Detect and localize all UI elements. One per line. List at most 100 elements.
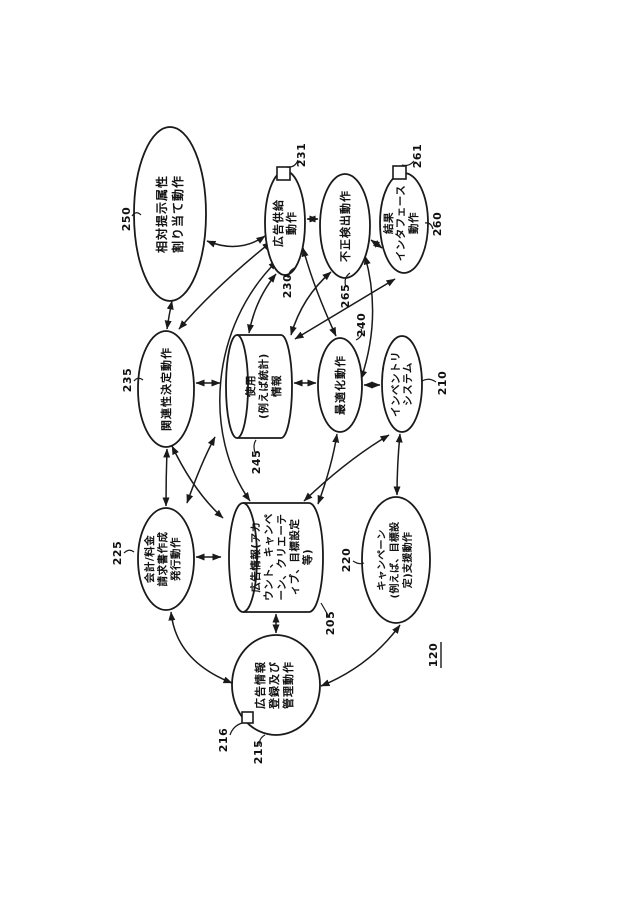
edge-250-235 — [164, 300, 174, 330]
node-245-cylinder-body — [237, 334, 293, 439]
node-250: 相対提示属性 割り当て動作 — [133, 126, 207, 302]
ref-231-leader — [286, 159, 299, 168]
node-205-cylinder-body — [243, 502, 324, 613]
node-230-line2: 動作 — [284, 211, 298, 235]
edge-225-245 — [186, 436, 216, 504]
ref-216: 216 — [217, 728, 230, 752]
node-245-line3: 情報 — [270, 375, 283, 397]
ref-220: 220 — [340, 548, 353, 572]
node-230: 広告供給 動作 — [264, 166, 306, 276]
node-205-line5: 等) — [301, 549, 314, 566]
edge-265-240 — [360, 255, 374, 380]
ref-240: 240 — [355, 313, 368, 337]
node-220: キャンペーン (例えば、目標設 定)支援動作 — [361, 496, 431, 624]
node-215-line3: 管理動作 — [281, 661, 295, 709]
node-240-line1: 最適化動作 — [333, 355, 347, 415]
node-245: 使用 (例えば統計) 情報 — [225, 334, 293, 439]
edge-225-215 — [168, 611, 233, 684]
edge-205-210 — [303, 434, 390, 502]
node-250-ellipse — [133, 126, 207, 302]
node-210-line2: システム — [402, 362, 414, 406]
node-220-line3: 定)支援動作 — [401, 532, 414, 588]
ref-260: 260 — [431, 212, 444, 236]
node-225-line2: 請求書作成 — [156, 532, 169, 587]
node-235: 関連性決定動作 — [137, 330, 195, 448]
node-205-line1: 広告情報(アカ — [249, 521, 262, 592]
node-210-line1: インベントリ — [390, 351, 402, 417]
ref-245: 245 — [250, 450, 263, 474]
ref-225-leader — [123, 549, 135, 554]
node-225-line3: 発行動作 — [169, 537, 182, 582]
ref-265: 265 — [339, 284, 352, 308]
edge-245-265 — [290, 271, 332, 336]
node-245-line2: (例えば統計) — [257, 353, 270, 419]
node-205-cylinder-lid — [228, 502, 258, 613]
ref-245-leader — [253, 439, 257, 456]
edges — [162, 215, 403, 687]
edge-245-230 — [247, 273, 277, 334]
node-210: インベントリ システム — [381, 335, 423, 433]
node-210-ellipse — [381, 335, 423, 433]
ref-205: 205 — [324, 611, 337, 635]
node-260-line2: インタフェース — [395, 185, 407, 261]
node-265: 不正検出動作 — [319, 173, 371, 279]
reference-labels: 250 230 231 265 260 261 235 245 240 210 … — [111, 143, 449, 764]
node-205-line2: ウント、キャンペ — [263, 513, 275, 601]
node-225: 会計/料金 請求書作成 発行動作 — [137, 507, 195, 611]
node-245-line1: 使用 — [244, 375, 257, 398]
ref-260-leader — [424, 222, 434, 230]
ref-210-leader — [421, 378, 437, 383]
node-205-line4: ィブ、目標設定 — [288, 519, 301, 596]
edge-215-220 — [320, 624, 401, 687]
node-260: 結果 インタフェース 動作 — [379, 165, 429, 274]
node-240-ellipse — [317, 337, 363, 433]
edge-210-220 — [393, 433, 403, 496]
ref-216-leader — [229, 722, 243, 736]
node-260-line3: 動作 — [407, 212, 420, 234]
edge-250-230 — [206, 235, 266, 248]
edge-265-260 — [370, 239, 383, 249]
node-235-line1: 関連性決定動作 — [159, 347, 173, 431]
node-250-line2: 割り当て動作 — [170, 175, 185, 253]
node-215-port-square — [241, 711, 254, 724]
ref-205-leader — [320, 602, 330, 618]
ref-215: 215 — [252, 740, 265, 764]
node-215: 広告情報 登録及び 管理動作 — [231, 634, 321, 736]
edge-240-230 — [301, 247, 337, 337]
node-235-ellipse — [137, 330, 195, 448]
node-230-line1: 広告供給 — [271, 199, 285, 247]
node-240: 最適化動作 — [317, 337, 363, 433]
ref-215-leader — [258, 734, 266, 747]
edge-235-225 — [162, 448, 171, 507]
node-220-line1: キャンペーン — [376, 529, 388, 590]
node-205: 広告情報(アカ ウント、キャンペ ーン、クリエーテ ィブ、目標設定 等) — [228, 502, 324, 613]
edge-235-230 — [178, 241, 272, 330]
node-215-line2: 登録及び — [267, 661, 281, 710]
ref-265-leader — [344, 272, 351, 288]
ref-240-leader — [355, 328, 363, 341]
ref-261: 261 — [411, 144, 424, 168]
ref-220-leader — [352, 560, 365, 565]
ref-261-leader — [401, 160, 415, 167]
ref-231: 231 — [295, 143, 308, 167]
node-260-port-square — [392, 165, 407, 180]
figure-ref-120: 120 — [427, 643, 440, 667]
ref-250: 250 — [120, 207, 133, 231]
node-245-cylinder-lid — [225, 334, 249, 439]
node-220-line2: (例えば、目標設 — [388, 521, 401, 599]
node-250-line1: 相対提示属性 — [154, 175, 169, 253]
node-220-ellipse — [361, 496, 431, 624]
node-215-line1: 広告情報 — [253, 661, 267, 709]
ref-230: 230 — [281, 274, 294, 298]
node-225-line1: 会計/料金 — [143, 535, 156, 583]
ref-230-leader — [287, 267, 296, 279]
node-265-line1: 不正検出動作 — [338, 190, 352, 262]
ref-235: 235 — [121, 368, 134, 392]
edge-205-240 — [317, 433, 340, 505]
node-205-line3: ーン、クリエーテ — [276, 514, 288, 601]
node-260-line1: 結果 — [382, 212, 395, 234]
edge-235-205 — [171, 445, 224, 519]
